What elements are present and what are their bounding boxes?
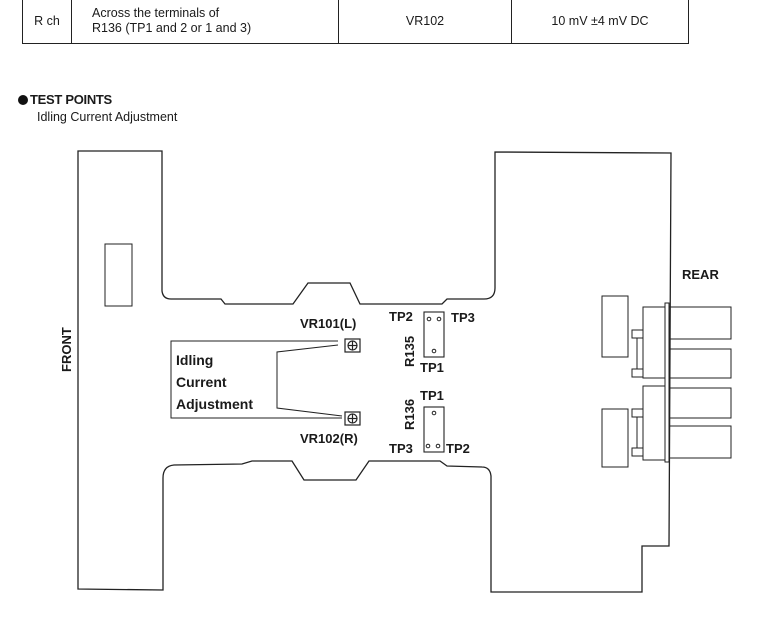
rear-connectors bbox=[601, 295, 732, 468]
section-title-text: TEST POINTS bbox=[30, 92, 112, 107]
vr101-label: VR101(L) bbox=[300, 316, 356, 331]
vr101-potentiometer-icon bbox=[344, 338, 361, 353]
tp2-point bbox=[435, 443, 441, 449]
tp1-point bbox=[431, 348, 437, 354]
callout-line-2: Current bbox=[176, 374, 227, 390]
callout-pointer bbox=[276, 344, 343, 417]
r135-resistor bbox=[423, 311, 445, 358]
tp3-point bbox=[425, 443, 431, 449]
r136-label: R136 bbox=[402, 399, 417, 430]
callout-outline bbox=[170, 340, 342, 419]
callout-line-3: Adjustment bbox=[176, 396, 253, 412]
r135-tp3-label: TP3 bbox=[451, 310, 475, 325]
tp1-point bbox=[431, 410, 437, 416]
r135-label: R135 bbox=[402, 336, 417, 367]
r136-tp3-label: TP3 bbox=[389, 441, 413, 456]
location-line-2: R136 (TP1 and 2 or 1 and 3) bbox=[92, 21, 252, 35]
rear-label: REAR bbox=[682, 267, 719, 282]
value-cell: 10 mV ±4 mV DC bbox=[511, 0, 689, 44]
vr102-label: VR102(R) bbox=[300, 431, 358, 446]
r136-tp2-label: TP2 bbox=[446, 441, 470, 456]
tp2-point bbox=[426, 316, 432, 322]
section-subtitle: Idling Current Adjustment bbox=[37, 110, 178, 124]
location-line-1: Across the terminals of bbox=[92, 6, 220, 20]
board-outline bbox=[77, 150, 672, 593]
r136-resistor bbox=[423, 406, 445, 453]
front-label: FRONT bbox=[59, 327, 74, 372]
bullet-icon bbox=[18, 95, 28, 105]
section-title: TEST POINTS bbox=[18, 92, 112, 107]
front-component bbox=[104, 243, 133, 307]
r136-tp1-label: TP1 bbox=[420, 388, 444, 403]
tp3-point bbox=[436, 316, 442, 322]
callout-line-1: Idling bbox=[176, 352, 213, 368]
r135-tp2-label: TP2 bbox=[389, 309, 413, 324]
channel-cell: R ch bbox=[22, 0, 72, 44]
r135-tp1-label: TP1 bbox=[420, 360, 444, 375]
vr102-potentiometer-icon bbox=[344, 411, 361, 426]
adjust-cell: VR102 bbox=[338, 0, 512, 44]
